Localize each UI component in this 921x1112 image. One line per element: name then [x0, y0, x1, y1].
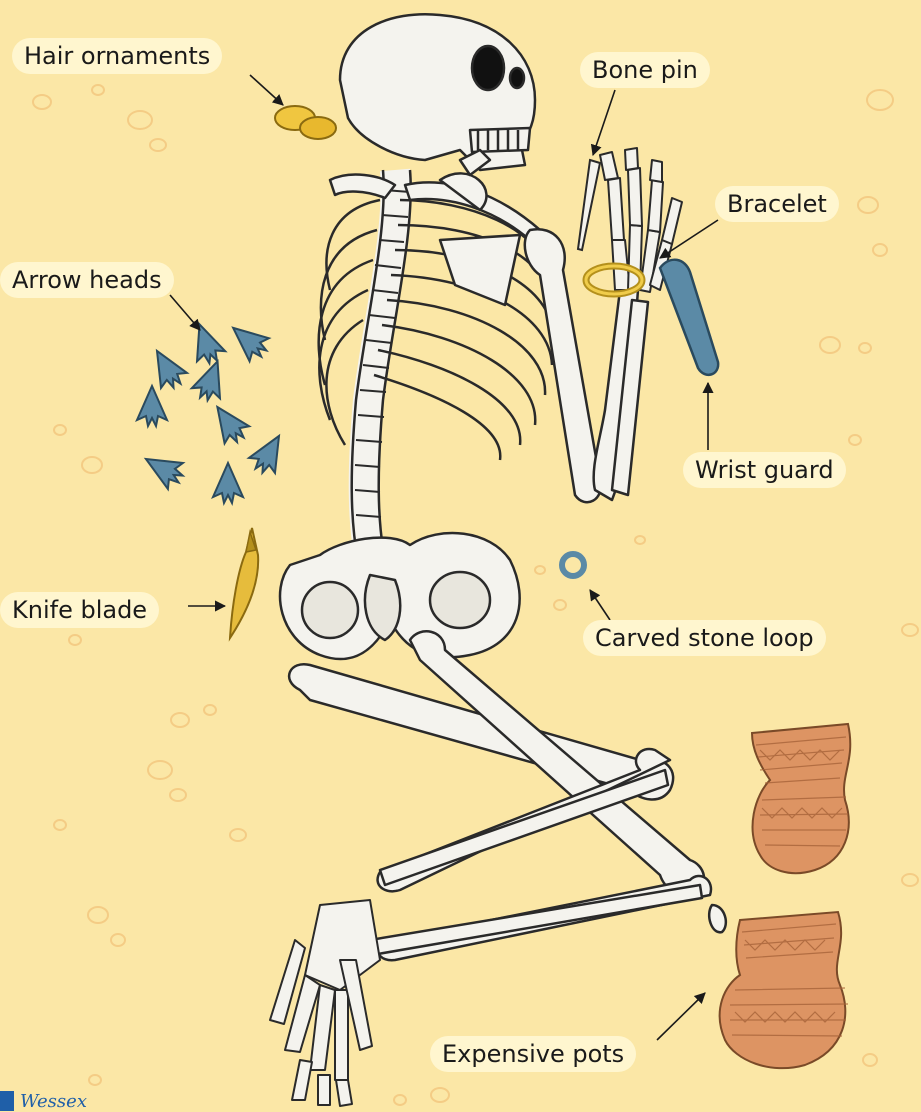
- label-bracelet: Bracelet: [715, 186, 839, 222]
- logo-mark: [0, 1091, 14, 1111]
- label-expensive-pots: Expensive pots: [430, 1036, 636, 1072]
- arrow-heads: [137, 316, 292, 503]
- bone-pin: [578, 160, 600, 250]
- label-carved-stone-loop: Carved stone loop: [583, 620, 826, 656]
- eye-socket: [472, 46, 504, 90]
- scapula: [440, 235, 520, 305]
- expensive-pots: [720, 724, 851, 1068]
- wrist-guard: [660, 260, 718, 375]
- label-arrow-heads: Arrow heads: [0, 262, 174, 298]
- hair-ornaments: [275, 106, 336, 139]
- feet: [270, 900, 380, 1106]
- wessex-logo: Wessex: [0, 1090, 87, 1112]
- carved-stone-loop: [562, 554, 584, 576]
- logo-text: Wessex: [20, 1091, 87, 1112]
- label-hair-ornaments: Hair ornaments: [12, 38, 222, 74]
- skeleton: [270, 14, 726, 1106]
- label-wrist-guard: Wrist guard: [683, 452, 846, 488]
- label-bone-pin: Bone pin: [580, 52, 710, 88]
- label-knife-blade: Knife blade: [0, 592, 159, 628]
